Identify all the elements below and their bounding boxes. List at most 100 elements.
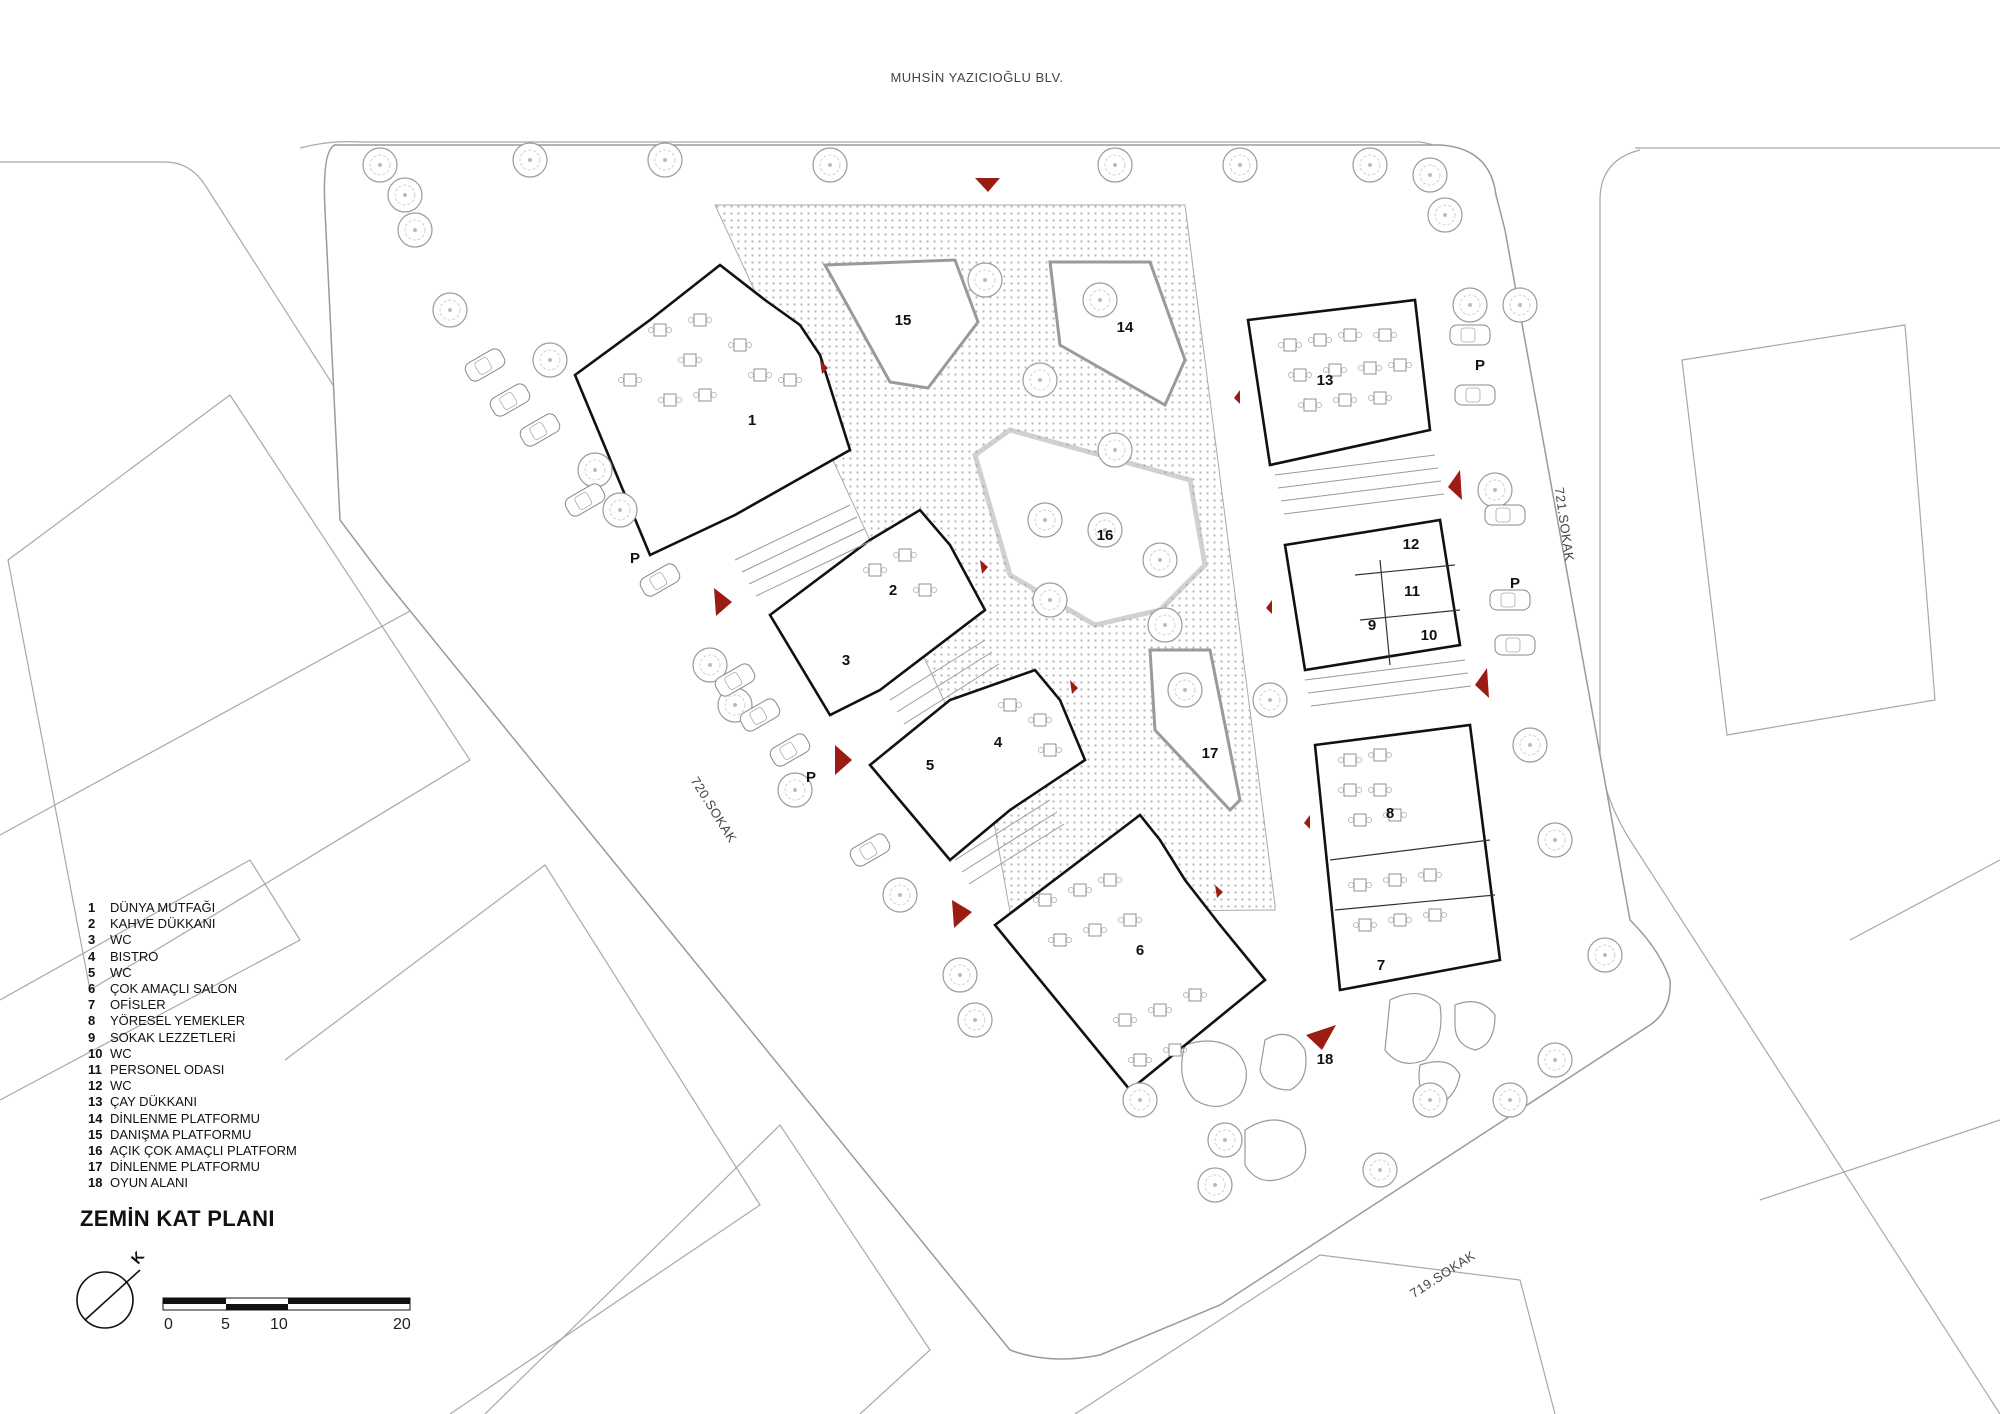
legend-number: 9 [88,1029,96,1045]
legend-label: DÜNYA MUTFAĞI [110,900,216,915]
surrounding-blocks [0,141,2000,1414]
entrance-marker [1448,470,1462,500]
city-block-s-right [1074,1254,1556,1414]
west-connectors [734,504,1065,885]
block-1 [573,263,852,557]
legend-label: DANIŞMA PLATFORMU [110,1126,252,1142]
block-9-12 [1283,518,1462,672]
legend-label: SOKAK LEZZETLERİ [110,1029,236,1045]
legend-item: 10 WC [88,1046,297,1062]
parking-label: P [630,550,640,567]
legend-number: 18 [88,1175,103,1191]
room-number-18: 18 [1317,1051,1334,1068]
room-number-12: 12 [1403,536,1420,553]
legend-label: WC [110,964,132,980]
entrance-marker [1306,1025,1336,1050]
north-arrow: K [76,1248,148,1329]
east-connectors [1274,454,1472,707]
legend-number: 2 [88,916,96,932]
room-number-14: 14 [1117,319,1134,336]
legend-item: 9 SOKAK LEZZETLERİ [88,1030,297,1046]
street-label-north: MUHSİN YAZICIOĞLU BLV. [890,70,1063,85]
legend-label: AÇIK ÇOK AMAÇLI PLATFORM [110,1143,297,1159]
room-number-10: 10 [1421,627,1438,644]
entrance-marker [1234,390,1240,404]
legend-number: 8 [88,1013,96,1029]
legend-number: 13 [88,1094,103,1110]
legend-label: WC [110,1045,132,1061]
legend-number: 7 [88,997,96,1013]
scale-label: 5 [221,1316,230,1333]
legend-label: KAHVE DÜKKANI [110,916,216,932]
legend-label: YÖRESEL YEMEKLER [110,1013,246,1029]
plan-title: ZEMİN KAT PLANI [80,1206,275,1231]
legend-number: 17 [88,1159,103,1175]
entrance-marker [820,360,828,374]
scale-label: 20 [393,1316,411,1333]
room-number-3: 3 [842,652,850,669]
parking-label: P [1475,357,1485,374]
room-number-15: 15 [895,312,912,329]
legend-item: 13 ÇAY DÜKKANI [88,1094,297,1110]
city-block-s-left [284,864,761,1414]
city-block-e [1599,147,2000,1414]
room-number-1: 1 [748,412,756,429]
room-number-6: 6 [1136,942,1144,959]
entrance-marker [980,560,988,574]
legend-item: 2 KAHVE DÜKKANI [88,916,297,932]
entrance-marker [1304,815,1310,829]
legend-item: 11 PERSONEL ODASI [88,1062,297,1078]
room-number-17: 17 [1202,745,1219,762]
city-block-e-inner [1681,324,1936,736]
legend-number: 14 [88,1110,103,1126]
room-number-13: 13 [1317,372,1334,389]
legend-number: 10 [88,1045,103,1061]
entrance-markers [714,178,1489,1050]
entrance-marker [1070,680,1078,694]
entrance-marker [975,178,1000,192]
platform-15 [822,258,980,390]
room-number-8: 8 [1386,805,1394,822]
entrance-marker [952,900,972,928]
legend-item: 1 DÜNYA MUTFAĞI [88,900,297,916]
block-7-8 [1313,723,1502,992]
north-arrow-circle [76,1271,134,1329]
entrance-marker [835,745,852,775]
legend-number: 1 [88,900,96,915]
entrance-marker [1475,668,1489,698]
city-block-s-mid [484,1124,931,1414]
legend-number: 5 [88,964,96,980]
legend-label: ÇOK AMAÇLI SALON [110,981,238,997]
room-number-9: 9 [1368,617,1376,634]
legend-item: 7 OFİSLER [88,997,297,1013]
entrance-marker [1266,600,1272,614]
legend-label: PERSONEL ODASI [110,1062,225,1078]
room-number-5: 5 [926,757,934,774]
room-number-4: 4 [994,734,1003,751]
scale-labels: 0 5 10 20 [160,1316,420,1336]
legend-number: 11 [88,1062,102,1078]
city-block-se [1759,859,2000,1201]
city-block-sw [0,859,301,1101]
legend-item: 8 YÖRESEL YEMEKLER [88,1013,297,1029]
room-number-2: 2 [889,582,897,599]
north-arrow-label: K [128,1248,148,1267]
legend-label: ÇAY DÜKKANI [110,1094,197,1110]
parking-label: P [1510,575,1520,592]
legend-label: OYUN ALANI [110,1175,189,1191]
room-number-16: 16 [1097,527,1114,544]
scale-label: 10 [270,1316,288,1333]
legend-label: WC [110,1078,132,1094]
legend-item: 18 OYUN ALANI [88,1175,297,1191]
legend-label: OFİSLER [110,997,166,1013]
legend-label: BISTRO [110,948,159,964]
entrance-marker [714,588,732,616]
legend-item: 5 WC [88,965,297,981]
